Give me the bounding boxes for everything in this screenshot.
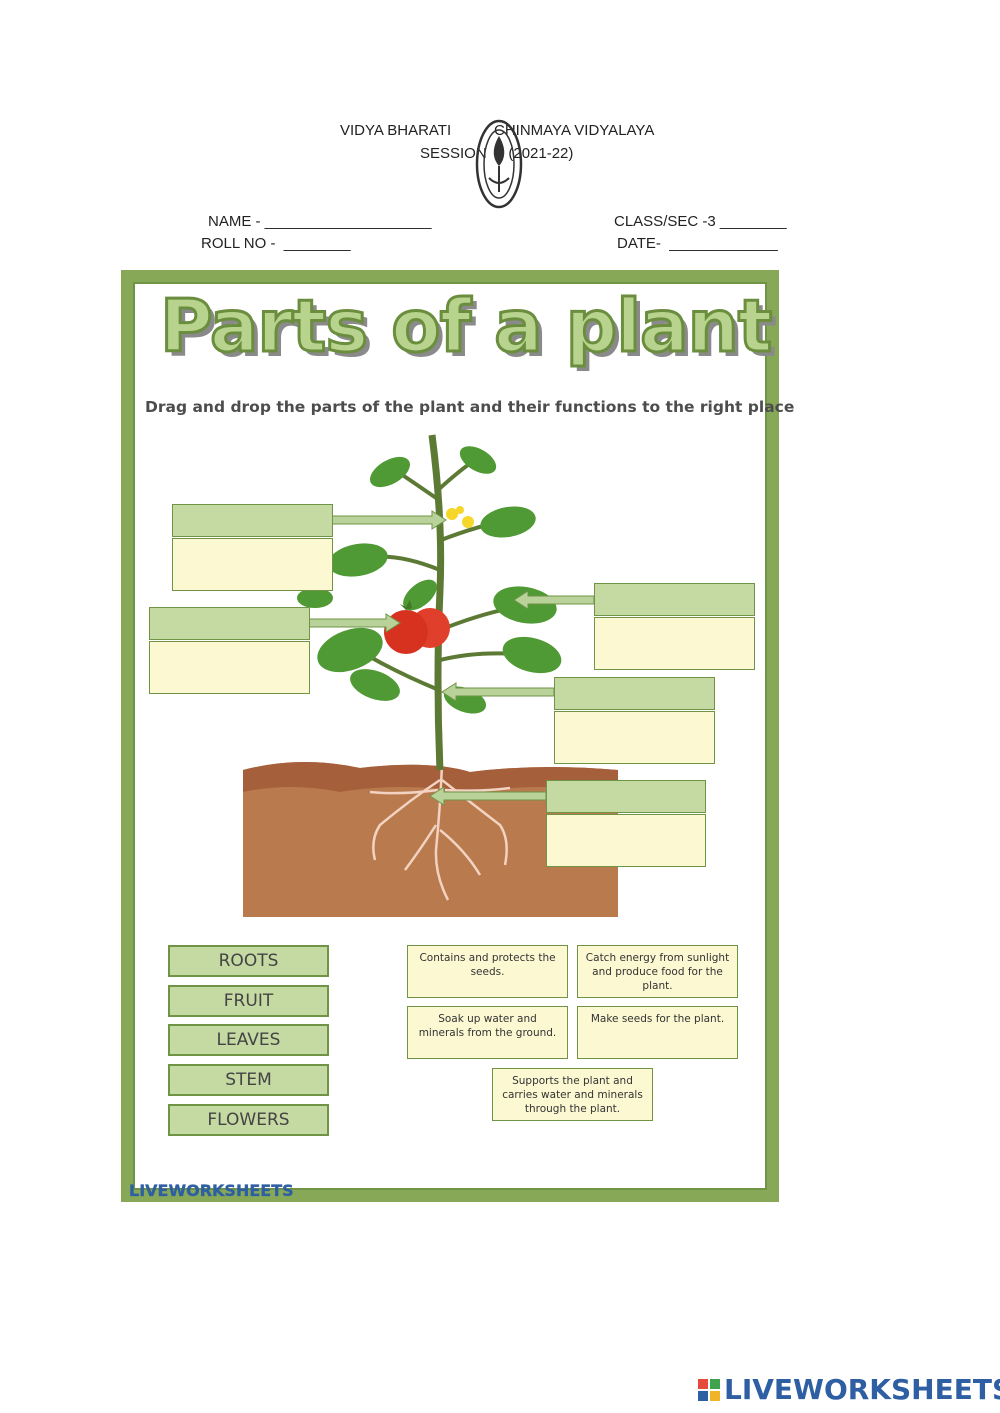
worksheet-title: Parts of a plant — [158, 283, 773, 370]
function-card[interactable]: Catch energy from sunlight and produce f… — [577, 945, 738, 998]
word-leaves[interactable]: LEAVES — [168, 1024, 329, 1056]
flowers — [446, 506, 474, 528]
word-roots[interactable]: ROOTS — [168, 945, 329, 977]
arrow-to-leaves — [513, 590, 595, 610]
arrow-to-flowers — [331, 510, 447, 530]
worksheet-brand-logo: LIVEWORKSHEETS — [129, 1181, 294, 1200]
page-brand-text: LIVEWORKSHEETS — [724, 1373, 1000, 1406]
date-field[interactable]: DATE- _____________ — [617, 235, 778, 252]
function-card[interactable]: Supports the plant and carries water and… — [492, 1068, 653, 1121]
drop-function-roots[interactable] — [546, 814, 706, 867]
arrow-to-fruit — [308, 613, 401, 633]
plant-illustration — [243, 434, 618, 917]
drop-label-roots[interactable] — [546, 780, 706, 813]
drop-label-fruit[interactable] — [149, 607, 310, 640]
function-card[interactable]: Soak up water and minerals from the grou… — [407, 1006, 568, 1059]
name-field[interactable]: NAME - ____________________ — [208, 213, 432, 230]
function-card[interactable]: Make seeds for the plant. — [577, 1006, 738, 1059]
drop-label-stem[interactable] — [554, 677, 715, 710]
worksheet-instruction: Drag and drop the parts of the plant and… — [145, 398, 795, 416]
function-card[interactable]: Contains and protects the seeds. — [407, 945, 568, 998]
arrow-to-roots — [429, 786, 547, 806]
roll-no-field[interactable]: ROLL NO - ________ — [201, 235, 351, 252]
drop-function-leaves[interactable] — [594, 617, 755, 670]
drop-function-stem[interactable] — [554, 711, 715, 764]
soil — [243, 761, 618, 917]
school-name-left: VIDYA BHARATI — [340, 122, 452, 139]
school-emblem — [475, 119, 523, 209]
page-brand-logo: LIVEWORKSHEETS — [698, 1373, 1000, 1406]
drop-function-fruit[interactable] — [149, 641, 310, 694]
school-name-right: CHINMAYA VIDYALAYA — [494, 122, 655, 139]
drop-label-leaves[interactable] — [594, 583, 755, 616]
class-field[interactable]: CLASS/SEC -3 ________ — [614, 213, 787, 230]
arrow-to-stem — [441, 682, 555, 702]
brand-cube-icon — [698, 1379, 720, 1401]
drop-label-flowers[interactable] — [172, 504, 333, 537]
word-flowers[interactable]: FLOWERS — [168, 1104, 329, 1136]
word-fruit[interactable]: FRUIT — [168, 985, 329, 1017]
word-stem[interactable]: STEM — [168, 1064, 329, 1096]
leaves — [297, 446, 562, 714]
drop-function-flowers[interactable] — [172, 538, 333, 591]
